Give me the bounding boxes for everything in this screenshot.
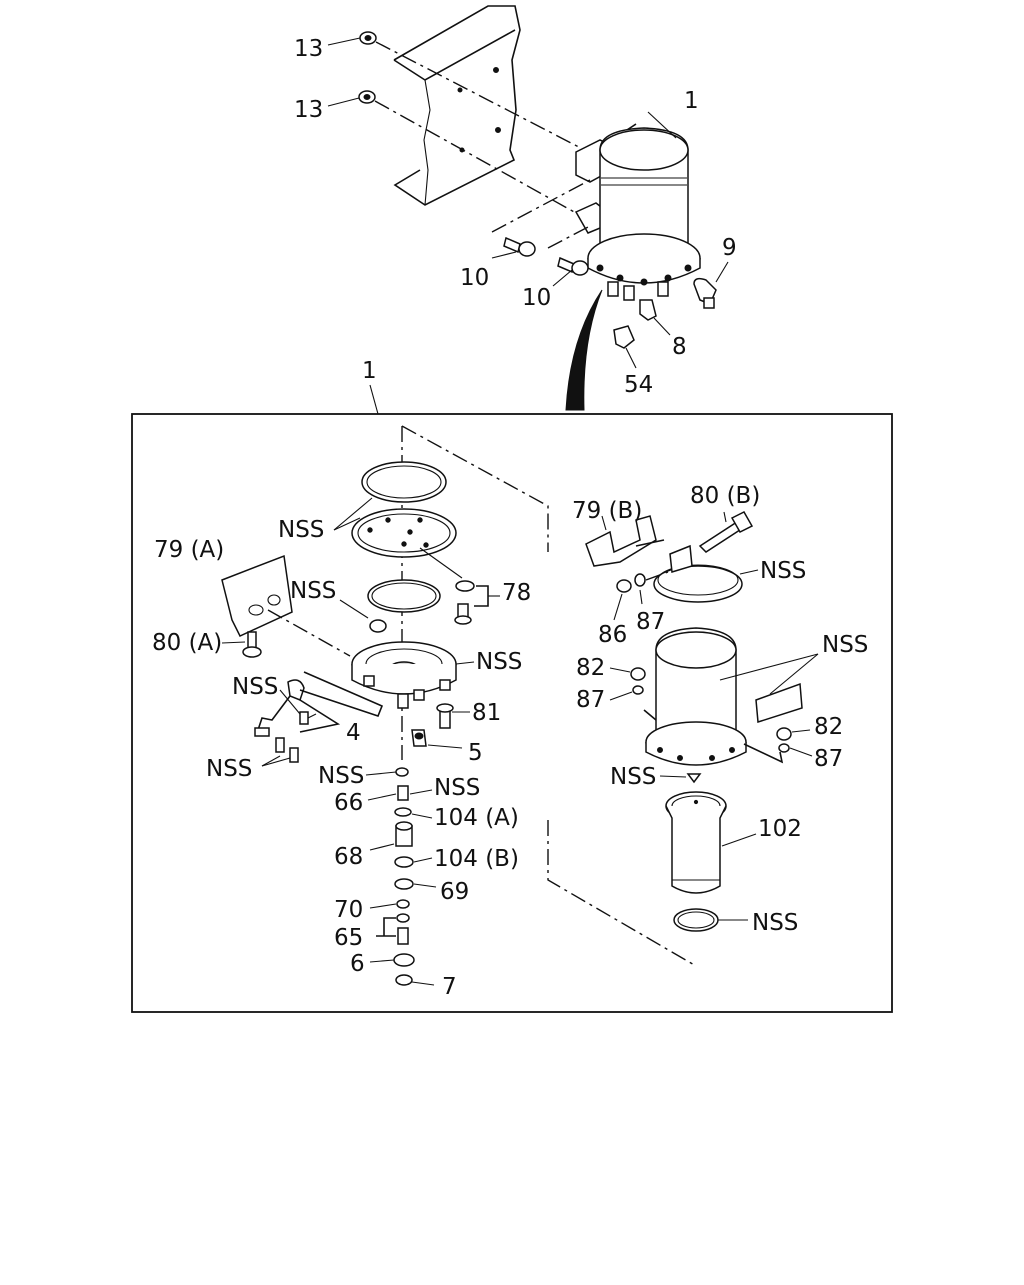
label-nss-band: NSS (760, 558, 806, 584)
nut-13-lower (327, 90, 586, 219)
right-exploded-stack (547, 511, 819, 967)
label-nss-top-ring: NSS (278, 517, 324, 543)
label-13-lower: 13 (294, 97, 323, 123)
left-exploded-stack (221, 425, 549, 986)
label-79a: 79 (A) (154, 537, 224, 563)
label-nss-oring: NSS (290, 578, 336, 604)
label-102: 102 (758, 816, 802, 842)
label-78: 78 (502, 580, 531, 606)
label-nss-bowl: NSS (822, 632, 868, 658)
label-nss-small: NSS (318, 763, 364, 789)
label-10-right: 10 (522, 285, 551, 311)
detail-arrow (565, 289, 603, 411)
label-69: 69 (440, 879, 469, 905)
leader-1-top (647, 111, 677, 139)
frame-rail-drawing (393, 5, 521, 206)
label-nss-head: NSS (476, 649, 522, 675)
label-104a: 104 (A) (434, 805, 519, 831)
label-nss-sensor: NSS (232, 674, 278, 700)
label-70: 70 (334, 897, 363, 923)
nut-13-upper (327, 31, 601, 159)
fuel-filter-assembly-top (574, 123, 701, 301)
label-65: 65 (334, 925, 363, 951)
label-13-upper: 13 (294, 36, 323, 62)
label-10-left: 10 (460, 265, 489, 291)
label-nss-drain: NSS (610, 764, 656, 790)
label-81: 81 (472, 700, 501, 726)
elbow-fitting-9 (693, 261, 729, 309)
label-6: 6 (350, 951, 365, 977)
label-nss-bottom: NSS (752, 910, 798, 936)
label-87-left: 87 (576, 687, 605, 713)
label-1-top: 1 (684, 88, 699, 114)
label-80b: 80 (B) (690, 483, 760, 509)
fitting-54 (613, 325, 637, 369)
label-7: 7 (442, 974, 457, 1000)
elbow-fitting-8 (639, 299, 671, 336)
label-80a: 80 (A) (152, 630, 222, 656)
label-68: 68 (334, 844, 363, 870)
label-4: 4 (346, 720, 361, 746)
label-66: 66 (334, 790, 363, 816)
label-79b: 79 (B) (572, 498, 642, 524)
leader-1-box (369, 384, 379, 415)
label-104b: 104 (B) (434, 846, 519, 872)
detail-frame (131, 413, 893, 1013)
label-82-right: 82 (814, 714, 843, 740)
label-87-a: 87 (636, 609, 665, 635)
label-82-left: 82 (576, 655, 605, 681)
label-5: 5 (468, 740, 483, 766)
label-nss-66: NSS (434, 775, 480, 801)
label-nss-screws: NSS (206, 756, 252, 782)
part-labels: 13 13 1 9 10 10 8 54 1 NSS 79 (A) NSS 78… (152, 36, 868, 1000)
label-9: 9 (722, 235, 737, 261)
label-87-right: 87 (814, 746, 843, 772)
label-86: 86 (598, 622, 627, 648)
label-54: 54 (624, 372, 653, 398)
bolt-10-right (547, 225, 591, 287)
bolt-10-left (491, 179, 591, 259)
label-1-box: 1 (362, 358, 377, 384)
label-8: 8 (672, 334, 687, 360)
